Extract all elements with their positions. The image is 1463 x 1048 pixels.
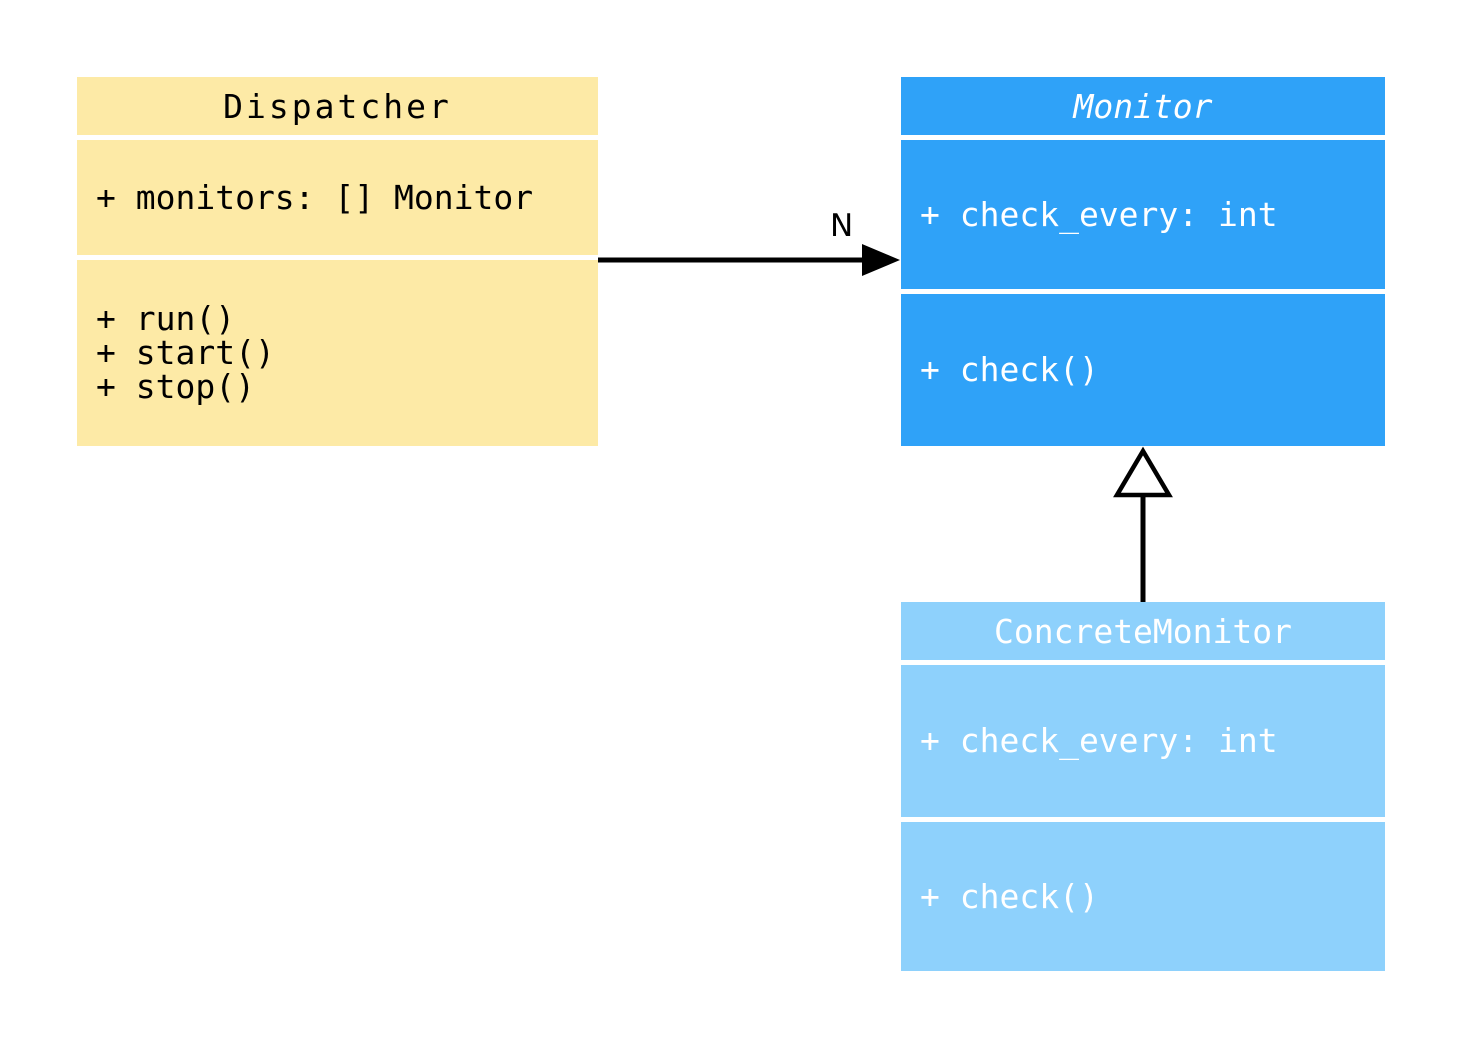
method-line: + run() bbox=[96, 299, 236, 338]
class-methods-dispatcher: + run() + start() + stop() bbox=[77, 260, 598, 446]
method-line: + stop() bbox=[96, 367, 255, 406]
class-box-monitor: Monitor + check_every: int + check() bbox=[901, 77, 1385, 446]
class-title-concrete-monitor: ConcreteMonitor bbox=[901, 602, 1385, 660]
class-attributes-dispatcher: + monitors: [] Monitor bbox=[77, 140, 598, 255]
inheritance-hollow-triangle-icon bbox=[1113, 446, 1173, 498]
class-attributes-concrete-monitor: + check_every: int bbox=[901, 665, 1385, 817]
inheritance-edge-concrete-monitor-monitor bbox=[1113, 446, 1173, 602]
method-line: + check() bbox=[920, 876, 1099, 916]
class-title-dispatcher: Dispatcher bbox=[77, 77, 598, 135]
association-arrowhead-icon bbox=[862, 244, 900, 276]
method-line: + start() bbox=[96, 333, 275, 372]
class-attributes-monitor: + check_every: int bbox=[901, 140, 1385, 289]
class-methods-concrete-monitor: + check() bbox=[901, 822, 1385, 971]
method-line: + check() bbox=[920, 350, 1099, 389]
class-methods-monitor: + check() bbox=[901, 294, 1385, 446]
class-title-monitor: Monitor bbox=[901, 77, 1385, 135]
class-box-concrete-monitor: ConcreteMonitor + check_every: int + che… bbox=[901, 602, 1385, 971]
class-box-dispatcher: Dispatcher + monitors: [] Monitor + run(… bbox=[77, 77, 598, 446]
attribute-line: + check_every: int bbox=[920, 721, 1278, 760]
edge-multiplicity-label: N bbox=[830, 208, 854, 244]
attribute-line: + monitors: [] Monitor bbox=[96, 177, 534, 217]
association-edge-dispatcher-monitor bbox=[598, 244, 900, 276]
attribute-line: + check_every: int bbox=[920, 194, 1278, 234]
